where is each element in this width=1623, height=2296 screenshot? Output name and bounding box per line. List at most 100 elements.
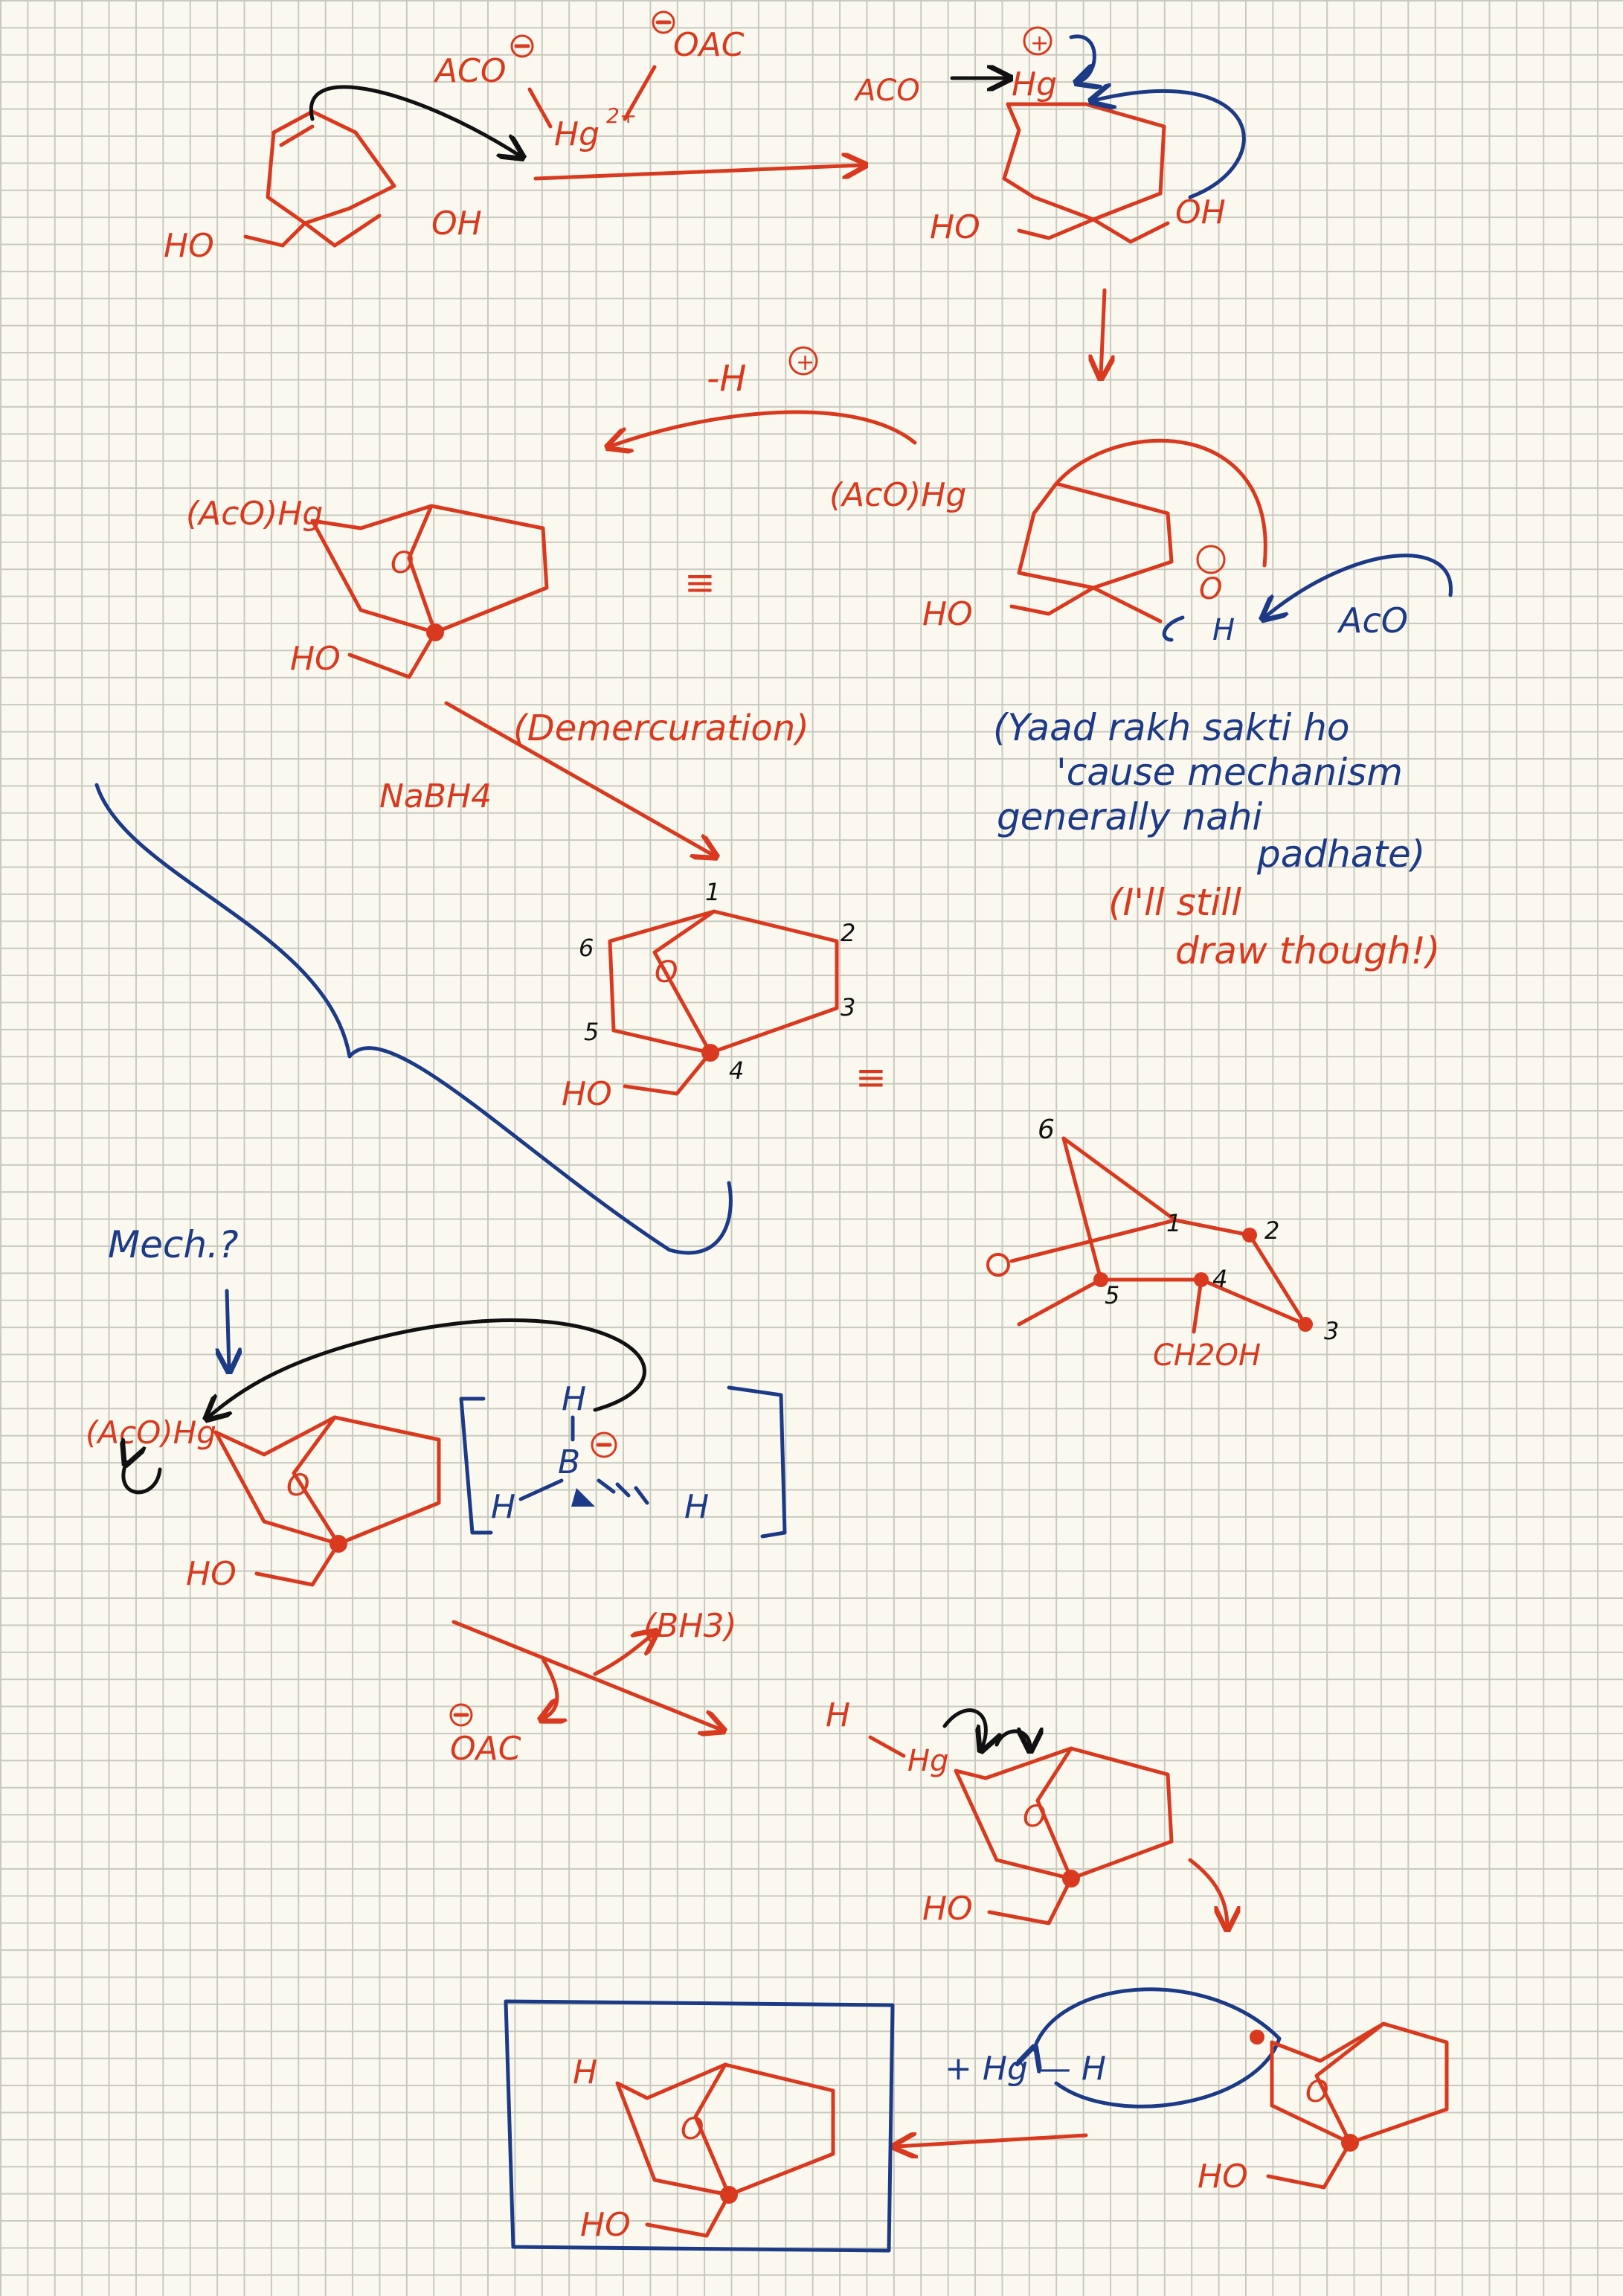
note-line-4: padhate) bbox=[1256, 833, 1425, 876]
atom-number: 5 bbox=[584, 1018, 599, 1046]
reaction-arrow-4 bbox=[451, 1620, 721, 1730]
plus-charge-icon bbox=[1023, 26, 1052, 56]
ch2oh-label: CH2OH bbox=[1153, 1338, 1261, 1373]
oac-label: OAC bbox=[450, 1730, 521, 1768]
reaction-arrow-3 bbox=[444, 701, 714, 856]
atom-number: 3 bbox=[841, 993, 855, 1022]
h-label: H bbox=[826, 1696, 850, 1734]
mech-mercurated-ether: (AcO)Hg O HO bbox=[86, 1414, 441, 1593]
atom-number: 6 bbox=[579, 934, 594, 962]
hg-label: Hg bbox=[907, 1744, 948, 1778]
mechanism-brace bbox=[94, 783, 733, 1255]
mech-label: Mech.? bbox=[108, 1223, 239, 1266]
starting-diol: HO OH bbox=[164, 109, 482, 265]
ho-label: HO bbox=[922, 595, 973, 633]
ho-label: HO bbox=[580, 2206, 631, 2244]
wedge-bond bbox=[571, 1488, 595, 1507]
aco-label: ACO bbox=[853, 74, 920, 108]
blue-note: (Yaad rakh sakti ho 'cause mechanism gen… bbox=[993, 706, 1425, 876]
h-label: H bbox=[562, 1380, 586, 1418]
h-label: H bbox=[684, 1488, 709, 1526]
minus-h-label: -H bbox=[707, 358, 746, 400]
ho-label: HO bbox=[186, 1555, 237, 1593]
plus-label: + bbox=[1030, 31, 1049, 57]
h-label: H bbox=[1212, 613, 1235, 647]
hg-oac2-reagent: ACO OAC Hg 2+ bbox=[433, 10, 745, 153]
note-line-2: 'cause mechanism bbox=[1056, 751, 1403, 794]
atom-number: 1 bbox=[705, 878, 720, 906]
atom-number: 6 bbox=[1038, 1115, 1055, 1145]
oxygen-label: O bbox=[286, 1469, 309, 1503]
nabh4-label: NaBH4 bbox=[379, 777, 492, 815]
mech-arrow bbox=[227, 1289, 229, 1369]
hgoac-label: (AcO)Hg bbox=[186, 495, 323, 533]
reaction-arrow-6 bbox=[896, 2135, 1088, 2146]
oh-attack-arrow bbox=[1093, 91, 1246, 199]
oh-label: OH bbox=[1175, 193, 1226, 231]
h-label: H bbox=[491, 1488, 515, 1526]
oac-label: OAC bbox=[673, 26, 745, 64]
oxygen-label: O bbox=[655, 955, 678, 990]
stereocenter-dot bbox=[1093, 1272, 1108, 1287]
ho-label: HO bbox=[922, 1890, 973, 1928]
minus-charge-icon bbox=[510, 34, 534, 58]
minus-charge-icon bbox=[449, 1703, 473, 1727]
note-line-6: draw though!) bbox=[1175, 929, 1440, 972]
stereocenter-dot bbox=[1242, 1228, 1257, 1242]
hg-h-byproduct-label: + Hg — H bbox=[945, 2050, 1106, 2088]
equivalence-sign: ≡ bbox=[684, 561, 716, 604]
oxygen-label: O bbox=[391, 546, 414, 580]
reaction-arrow-5 bbox=[1188, 1858, 1227, 1927]
reaction-arrow-1 bbox=[533, 165, 863, 181]
h-label: H bbox=[573, 2053, 597, 2091]
minus-charge-icon bbox=[591, 1431, 617, 1458]
bh3-label: (BH3) bbox=[643, 1607, 737, 1645]
aco-label: ACO bbox=[433, 52, 506, 90]
note-line-5: (I'll still bbox=[1108, 881, 1241, 924]
stereocenter-dot bbox=[1298, 1317, 1313, 1332]
oxygen-ring-icon bbox=[986, 1253, 1010, 1277]
reaction-arrow-2 bbox=[1101, 288, 1105, 376]
plus-charge-icon bbox=[788, 346, 818, 376]
deprotonation-arrow bbox=[610, 410, 917, 446]
hgoac-label: (AcO)Hg bbox=[86, 1414, 216, 1451]
atom-number: 2 bbox=[841, 919, 855, 947]
equivalence-sign: ≡ bbox=[855, 1056, 887, 1099]
bicyclic-ether-product: O HO 1 2 3 4 5 6 bbox=[562, 878, 855, 1113]
plus-label: + bbox=[796, 350, 814, 376]
hgoac-label: (AcO)Hg bbox=[829, 476, 966, 514]
ho-label: HO bbox=[1198, 2158, 1248, 2196]
hg-label: Hg bbox=[554, 115, 600, 153]
borohydride-ion: H B H H bbox=[459, 1380, 787, 1539]
atom-number: 2 bbox=[1264, 1216, 1279, 1245]
atom-number: 1 bbox=[1166, 1209, 1181, 1237]
atom-number: 5 bbox=[1105, 1281, 1119, 1309]
ho-label: HO bbox=[562, 1075, 612, 1113]
hydride-transfer-arrow bbox=[208, 1318, 646, 1417]
oxygen-label: O bbox=[1199, 572, 1222, 606]
alkene-attack-arrow bbox=[309, 85, 521, 156]
atom-number: 4 bbox=[1212, 1265, 1227, 1293]
demercuration-label: (Demercuration) bbox=[513, 708, 809, 749]
oh-label: OH bbox=[431, 205, 482, 243]
mercurinium-intermediate: ACO Hg + HO OH bbox=[853, 26, 1246, 246]
base-attack-arrow bbox=[1264, 554, 1453, 618]
radical-arrow bbox=[1034, 1987, 1282, 2109]
chair-conformation: CH2OH 6 1 2 3 4 5 bbox=[986, 1115, 1339, 1373]
ho-label: HO bbox=[290, 640, 341, 678]
hg-label: Hg bbox=[1012, 65, 1057, 103]
ho-label: HO bbox=[164, 227, 214, 265]
aco-base-label: AcO bbox=[1337, 600, 1408, 641]
atom-number: 4 bbox=[729, 1056, 744, 1085]
oxygen-label: O bbox=[1023, 1800, 1046, 1834]
boron-label: B bbox=[558, 1443, 580, 1481]
note-line-3: generally nahi bbox=[997, 795, 1262, 838]
atom-number: 3 bbox=[1324, 1317, 1339, 1345]
plus-charge-icon bbox=[1196, 545, 1226, 574]
ho-label: HO bbox=[930, 208, 980, 246]
final-product-box: H O HO bbox=[504, 1999, 895, 2253]
radical-dot bbox=[1250, 2030, 1264, 2045]
red-note: (I'll still draw though!) bbox=[1108, 881, 1440, 972]
oxonium-intermediate: -H + (AcO)Hg HO O H AcO bbox=[610, 346, 1453, 647]
